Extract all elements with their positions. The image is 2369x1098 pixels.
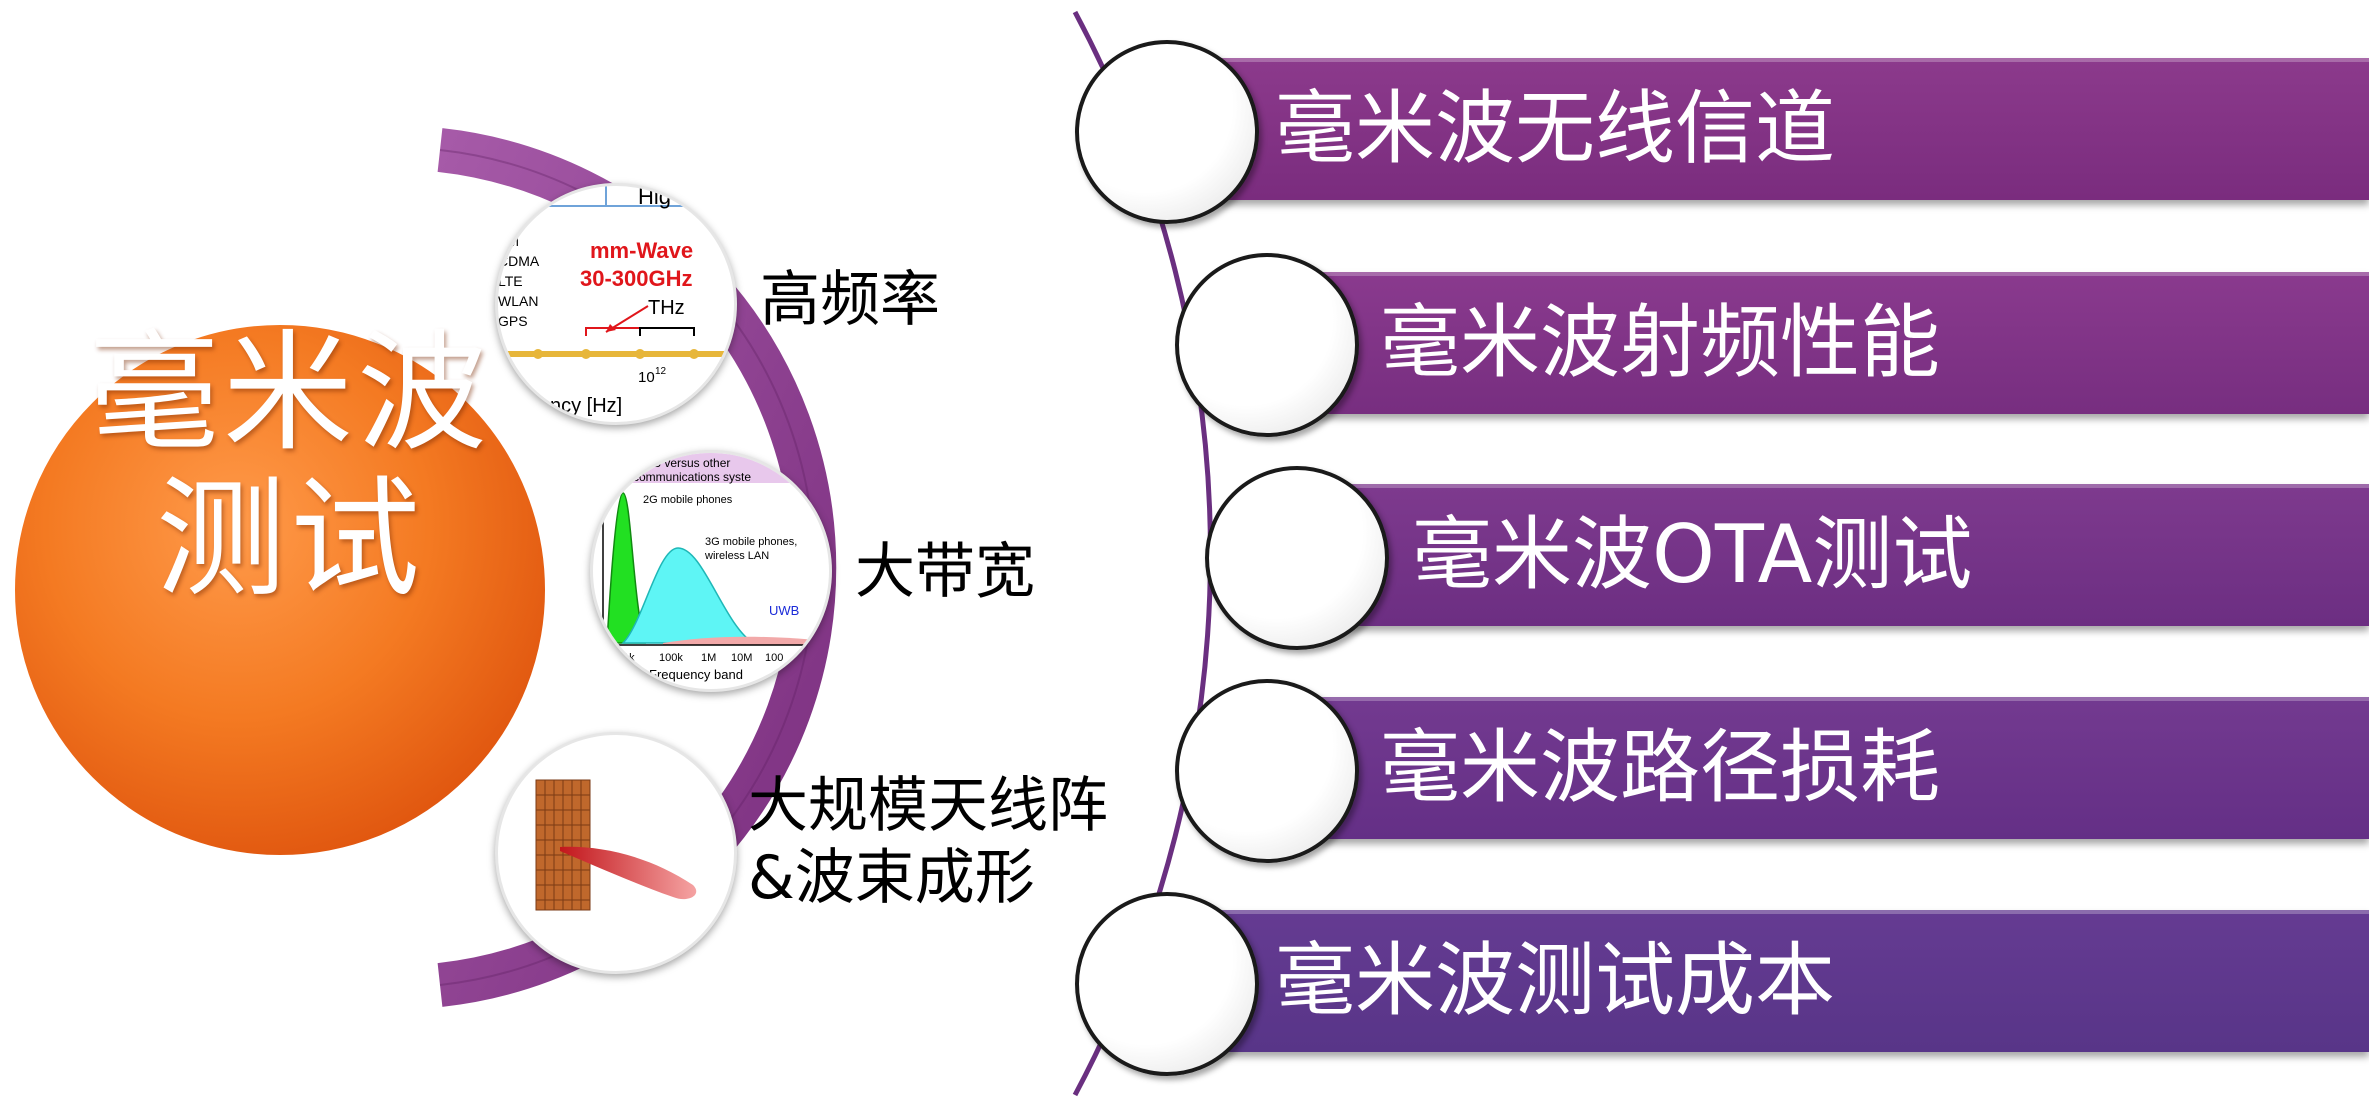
thz-label: THz (648, 297, 685, 319)
band-label: CDMA (498, 253, 540, 269)
band-label: SM (498, 233, 519, 249)
feature-massive-antenna: 大规模天线阵 &波束成形 (748, 770, 1108, 914)
topic-knob-5[interactable] (1075, 892, 1259, 1076)
axis-label: ncy [Hz] (550, 395, 622, 417)
tick-label: 100k (659, 652, 683, 664)
center-title: 毫米波 测试 (20, 320, 560, 612)
band-label: LTE (498, 273, 523, 289)
topic-bar-test-cost[interactable]: 毫米波测试成本 (1215, 910, 2369, 1052)
feature-massive-antenna-line1: 大规模天线阵 (748, 771, 1108, 841)
band-label: WLAN (498, 293, 538, 309)
tick-label: 1M (701, 652, 716, 664)
topic-knob-4[interactable] (1175, 679, 1359, 863)
topic-knob-2[interactable] (1175, 253, 1359, 437)
topic-label: 毫米波测试成本 (1275, 934, 1835, 1027)
topic-label: 毫米波射频性能 (1380, 296, 1940, 389)
center-title-line2: 测试 (155, 463, 424, 615)
frequency-spectrum-thumbnail: Hig SM CDMA LTE WLAN GPS mm-Wave 30-300G… (495, 183, 737, 425)
center-title-line1: 毫米波 (88, 317, 491, 469)
topic-bar-ota-test[interactable]: 毫米波OTA测试 (1340, 484, 2369, 626)
tick-label: 10 (638, 369, 655, 386)
topic-knob-1[interactable] (1075, 40, 1259, 224)
series-label: 3G mobile phones, (705, 536, 797, 548)
axis-label: Frequency band (649, 667, 743, 682)
feature-high-frequency: 高频率 (760, 265, 940, 335)
thumb-title-1: UWB versus other (633, 456, 730, 470)
thumb-top-text: Hig (638, 186, 671, 209)
center-circle (9, 319, 551, 861)
mmwave-label: mm-Wave (590, 238, 693, 263)
series-label: UWB (769, 603, 799, 618)
topic-bar-rf-performance[interactable]: 毫米波射频性能 (1310, 272, 2369, 414)
tick-exponent: 12 (655, 366, 667, 377)
feature-wide-bandwidth: 大带宽 (855, 537, 1035, 607)
mmwave-range: 30-300GHz (580, 266, 693, 291)
beam-lobe-icon (560, 846, 697, 900)
series-label: 2G mobile phones (643, 494, 733, 506)
thumb-title-2: communications syste (633, 470, 751, 484)
tick-label: 10M (731, 652, 752, 664)
tick-label: 100 (765, 652, 783, 664)
topic-bar-wireless-channel[interactable]: 毫米波无线信道 (1215, 58, 2369, 200)
topic-label: 毫米波无线信道 (1275, 82, 1835, 175)
tick-label: 1k (623, 652, 635, 664)
antenna-array-thumbnail (495, 732, 737, 974)
topic-label: 毫米波路径损耗 (1380, 721, 1940, 814)
band-label: GPS (498, 313, 528, 329)
topic-knob-3[interactable] (1205, 466, 1389, 650)
feature-massive-antenna-line2: &波束成形 (748, 843, 1035, 913)
antenna-array-icon (535, 779, 591, 911)
bandwidth-thumbnail: UWB versus other communications syste 2G… (590, 450, 832, 692)
series-label: wireless LAN (704, 550, 769, 562)
topic-bar-path-loss[interactable]: 毫米波路径损耗 (1310, 697, 2369, 839)
topic-label: 毫米波OTA测试 (1412, 508, 1973, 601)
